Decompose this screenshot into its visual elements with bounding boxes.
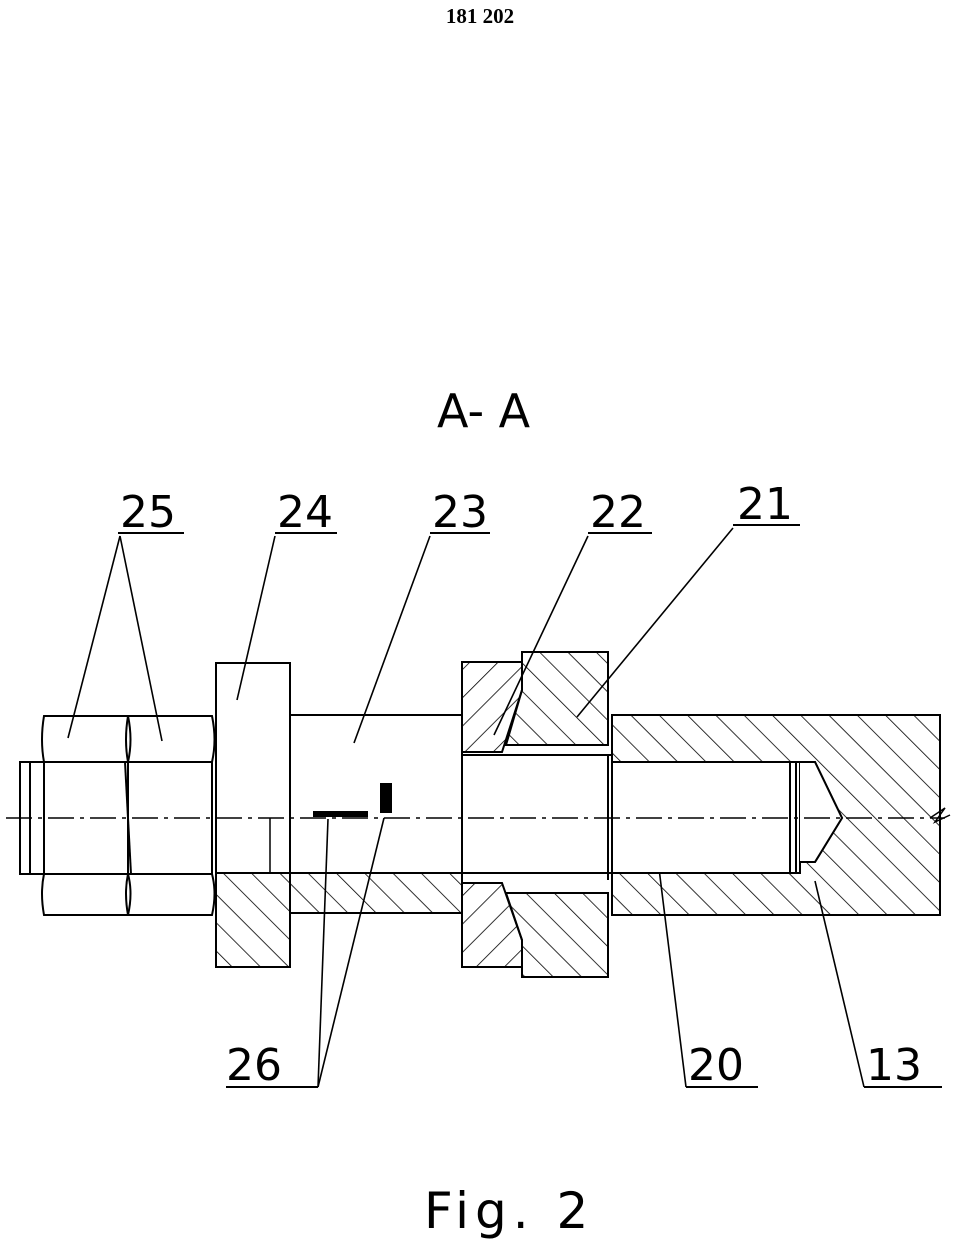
hex-nut-25 bbox=[19, 715, 216, 916]
base-body-13 bbox=[611, 714, 951, 916]
page-number: 181 202 bbox=[445, 4, 515, 28]
ref-23: 23 bbox=[432, 487, 488, 538]
ref-21: 21 bbox=[737, 479, 793, 530]
ref-13: 13 bbox=[866, 1040, 922, 1091]
figure-caption: Fig. 2 bbox=[424, 1182, 594, 1240]
section-title: A- A bbox=[437, 384, 531, 438]
clamping-ring-21 bbox=[504, 651, 609, 978]
ref-22: 22 bbox=[590, 487, 646, 538]
ref-20: 20 bbox=[688, 1040, 744, 1091]
ref-25: 25 bbox=[120, 487, 176, 538]
washer-24 bbox=[215, 662, 291, 968]
sleeve-23 bbox=[289, 714, 463, 914]
conical-ring-22 bbox=[461, 661, 523, 968]
ref-24: 24 bbox=[277, 487, 333, 538]
pin-26 bbox=[313, 811, 368, 817]
leader-lines bbox=[67, 527, 865, 1088]
ref-26: 26 bbox=[226, 1040, 282, 1091]
key-26 bbox=[380, 783, 392, 813]
